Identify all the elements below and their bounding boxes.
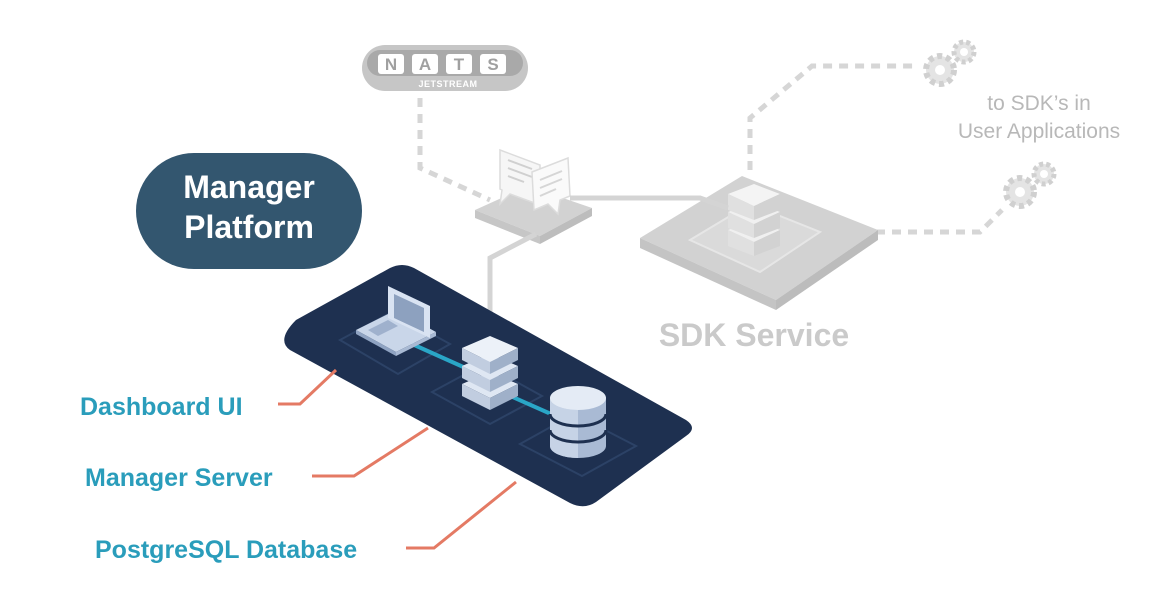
chat-bubbles-icon <box>498 148 571 216</box>
sdk-apps-label-line1: to SDK’s in <box>987 92 1091 115</box>
database-connector <box>406 480 517 550</box>
nats-letter-s: S <box>487 55 498 74</box>
nats-letter-a: A <box>419 55 431 74</box>
nats-jetstream-text: JETSTREAM <box>418 79 477 89</box>
manager-server-icon <box>462 336 518 410</box>
sdk-to-app1-dashed-link <box>747 63 918 170</box>
sdk-apps-label-line2: User Applications <box>958 120 1120 143</box>
gears-icon-bottom <box>1003 161 1057 209</box>
manager-badge-line2: Platform <box>184 209 314 245</box>
dashboard-to-server-link <box>411 342 471 372</box>
sdk-server-icon <box>728 184 780 256</box>
nats-letter-n: N <box>385 55 397 74</box>
message-to-sdk-link <box>570 195 729 211</box>
nats-to-message-dashed-link <box>417 98 492 203</box>
laptop-icon <box>356 286 436 356</box>
gears-icon-top <box>923 39 977 87</box>
server-connector <box>312 426 429 478</box>
manager-badge-line1: Manager <box>183 169 315 205</box>
dashboard-connector <box>278 368 338 406</box>
label-connectors <box>278 368 517 550</box>
nats-letter-t: T <box>454 55 465 74</box>
manager-platform-badge: Manager Platform <box>136 153 362 269</box>
dashboard-ui-label: Dashboard UI <box>80 393 243 421</box>
sdk-service-label: SDK Service <box>659 317 849 353</box>
database-icon <box>548 386 608 458</box>
postgresql-database-label: PostgreSQL Database <box>95 536 357 564</box>
nats-jetstream-logo: N A T S JETSTREAM <box>362 45 528 91</box>
manager-server-label: Manager Server <box>85 464 273 492</box>
